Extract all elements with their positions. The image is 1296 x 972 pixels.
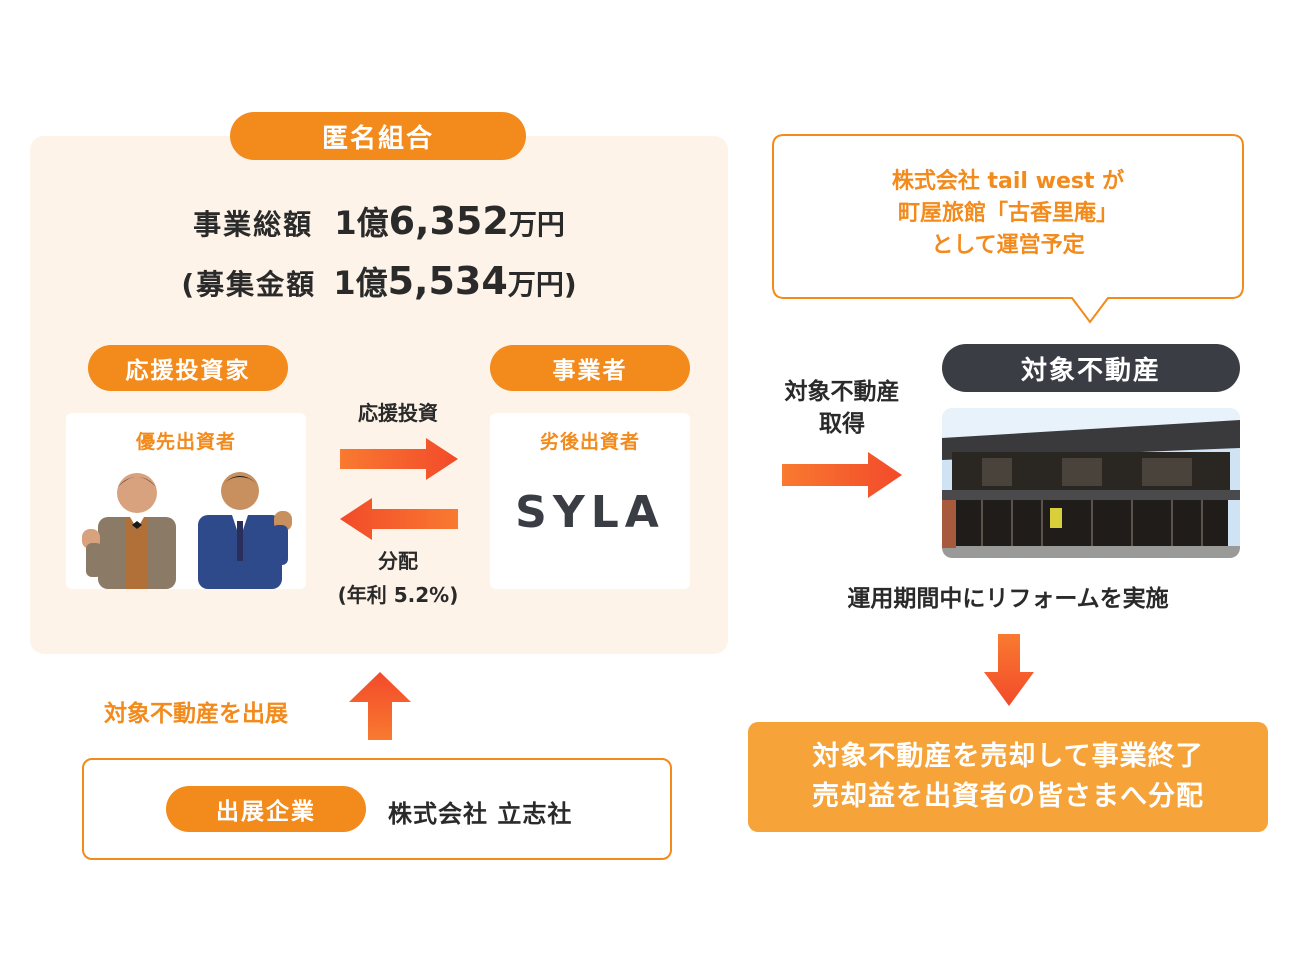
fund-total: 事業総額 1億6,352万円 [30,198,728,244]
contribute-label: 対象不動産を出展 [104,701,288,727]
bubble-line-2: 町屋旅館「古香里庵」 [897,201,1118,226]
raise-label: (募集金額 [181,268,317,301]
raise-man: 5,534 [387,259,508,303]
acquire-line-2: 取得 [819,411,865,437]
exit-arrow-icon [984,634,1034,706]
operator-badge: 事業者 [490,345,690,391]
exhibitor-badge-label: 出展企業 [216,799,316,825]
total-oku: 1億 [334,204,389,242]
exit-line-2: 売却益を出資者の皆さまへ分配 [812,781,1204,812]
distribution-label: 分配 [378,548,418,573]
bubble-line-1: 株式会社 tail west が [891,169,1125,194]
investors-badge: 応援投資家 [88,345,288,391]
property-photo [942,408,1240,558]
exhibitor-badge: 出展企業 [166,786,366,832]
distribution-arrow-icon [340,498,458,540]
rate-label: (年利 5.2%) [337,582,459,607]
fund-raise: (募集金額 1億5,534万円) [30,258,728,304]
acquire-label: 対象不動産 取得 [762,376,922,440]
acquire-line-1: 対象不動産 [784,379,900,405]
operator-card-label: 劣後出資者 [539,431,640,453]
exhibitor-name: 株式会社 立志社 [388,800,573,828]
raise-oku: 1億 [333,264,388,302]
operator-card: 劣後出資者 SYLA [490,413,690,589]
bubble-line-3: として運営予定 [931,233,1085,258]
speech-bubble [772,134,1244,324]
exit-box: 対象不動産を売却して事業終了 売却益を出資者の皆さまへ分配 [748,722,1268,832]
invest-label: 応援投資 [358,400,438,425]
fund-badge-label: 匿名組合 [321,123,434,154]
total-unit: 万円 [508,208,565,241]
raise-unit: 万円) [507,268,577,301]
operator-badge-label: 事業者 [552,358,628,384]
investors-card: 優先出資者 [66,413,306,589]
reform-text: 運用期間中にリフォームを実施 [847,586,1169,612]
investors-badge-label: 応援投資家 [125,358,251,384]
exit-line-1: 対象不動産を売却して事業終了 [812,741,1204,772]
fund-badge: 匿名組合 [230,112,526,160]
investor-person-right [198,472,292,589]
syla-logo: SYLA [515,487,665,538]
total-label: 事業総額 [193,208,314,241]
investors-card-label: 優先出資者 [135,431,236,453]
bubble-text: 株式会社 tail west が 町屋旅館「古香里庵」 として運営予定 [772,166,1244,262]
property-badge: 対象不動産 [942,344,1240,392]
exhibitor-box [82,758,672,860]
invest-arrow-icon [340,438,458,480]
contribute-arrow-icon [349,672,411,740]
acquire-arrow-icon [782,452,902,498]
investor-person-left [82,473,176,589]
total-man: 6,352 [388,199,509,243]
property-badge-label: 対象不動産 [1020,355,1161,386]
